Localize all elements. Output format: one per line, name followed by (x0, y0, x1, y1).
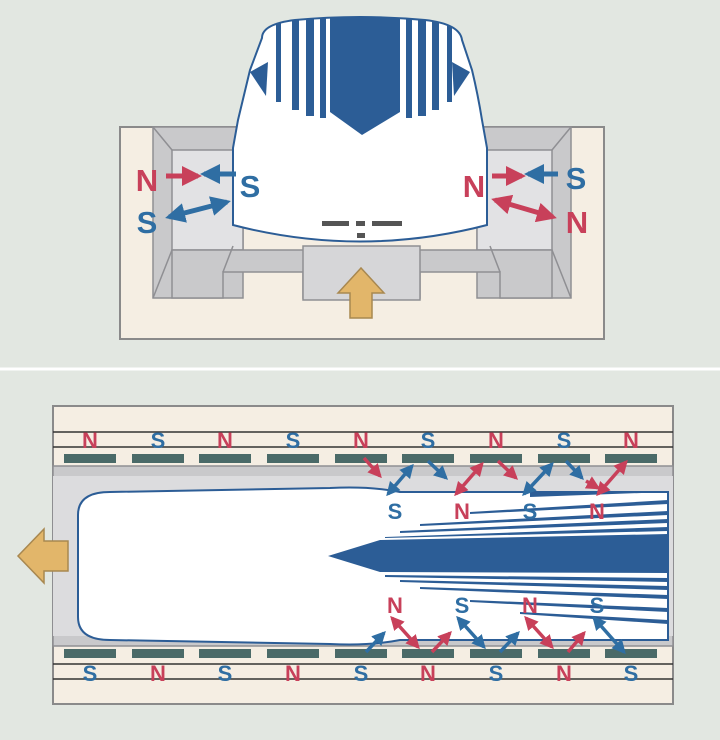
upper-wall-pole: N (82, 428, 98, 453)
lower-wall-pole: S (624, 661, 639, 686)
right-inner-pole: N (463, 169, 485, 204)
vehicle-front-marking (322, 221, 349, 226)
upper-wall-pole-labels: N S N S N S N S N (82, 428, 639, 453)
left-lower-repel-arrow (165, 196, 231, 223)
lower-wall-pole: N (150, 661, 166, 686)
lift-force-arrow (336, 266, 386, 319)
upper-wall-pole: N (488, 428, 504, 453)
vehicle-upper-pole: S (388, 499, 403, 524)
vehicle-upper-pole: N (589, 499, 605, 524)
upper-wall-pole: S (151, 428, 166, 453)
front-pole-labels: N S S N S N (136, 161, 588, 240)
upper-wall-pole: S (421, 428, 436, 453)
right-lower-repel-arrow (491, 194, 557, 223)
vehicle-lower-pole: S (455, 593, 470, 618)
vehicle-upper-pole: N (454, 499, 470, 524)
lower-magnet-bars (64, 649, 657, 658)
upper-wall-pole: N (217, 428, 233, 453)
vehicle-pole-labels: S N S N N S N S (387, 499, 605, 618)
lower-wall-pole-labels: S N S N S N S N S (83, 661, 639, 686)
vehicle-lower-pole: S (590, 593, 605, 618)
direction-of-travel-arrow (16, 527, 69, 585)
upper-propulsion-arrows (362, 456, 628, 497)
vehicle-front-stripes (250, 17, 470, 135)
front-view: N S S N S N (119, 16, 605, 340)
upper-magnet-bars (64, 454, 657, 463)
top-view: N S N S N S N S N S N S N S N S N S S N … (16, 405, 674, 705)
vehicle-front (232, 16, 488, 243)
left-outer-pole-lower: S (137, 205, 158, 240)
lower-wall-pole: S (354, 661, 369, 686)
lower-wall-pole: S (218, 661, 233, 686)
lower-wall-pole: N (285, 661, 301, 686)
vehicle-top-stripes (328, 488, 668, 624)
vehicle-lower-pole: N (387, 593, 403, 618)
lower-propulsion-arrows (364, 615, 626, 655)
right-outer-pole-upper: S (566, 161, 587, 196)
front-force-arrows (165, 164, 558, 223)
upper-wall-pole: S (286, 428, 301, 453)
left-outer-pole-upper: N (136, 163, 158, 198)
upper-wall-pole: N (353, 428, 369, 453)
lower-wall-pole: S (489, 661, 504, 686)
lower-wall-pole: S (83, 661, 98, 686)
left-inner-pole: S (240, 169, 261, 204)
lower-wall-pole: N (420, 661, 436, 686)
upper-wall-pole: S (557, 428, 572, 453)
vehicle-upper-pole: S (523, 499, 538, 524)
lower-wall-pole: N (556, 661, 572, 686)
right-outer-pole-lower: N (566, 205, 588, 240)
upper-wall-pole: N (623, 428, 639, 453)
vehicle-lower-pole: N (522, 593, 538, 618)
vehicle-top (77, 486, 669, 646)
